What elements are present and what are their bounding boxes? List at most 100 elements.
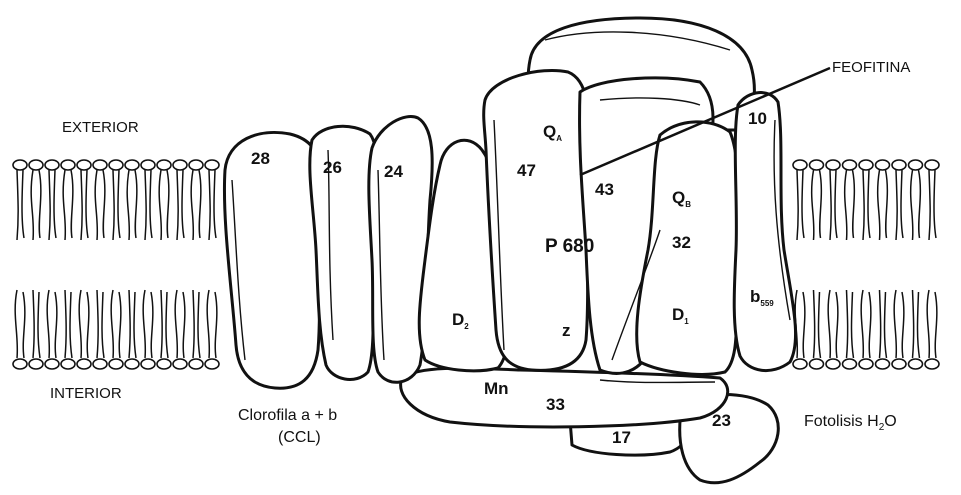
d1-main: D [672,305,684,324]
lipid-tail [830,170,837,240]
lipid-head [205,160,219,170]
lipid-head [93,359,107,369]
subunit-28-shape [224,133,320,389]
subunit-26-label: 26 [323,158,342,177]
lipid-head [141,160,155,170]
lipid-head [93,160,107,170]
d2-main: D [452,310,464,329]
lipid-head [173,359,187,369]
lipid-tail [33,290,40,358]
qb-main: Q [672,188,685,207]
label-clorofila: Clorofila a + b [238,407,337,424]
lipid-tail [97,290,104,358]
lipid-tail [193,290,200,358]
lipid-head [909,160,923,170]
lipid-head [125,359,139,369]
lipid-tail [209,170,216,240]
lipid-tail [47,290,57,358]
lipid-head [29,160,43,170]
membrane-right [793,160,939,369]
qa-sub: A [556,134,562,143]
lipid-tail [15,290,25,358]
label-exterior: EXTERIOR [62,119,139,136]
lipid-tail [797,170,804,240]
lipid-head [876,359,890,369]
lipid-head [109,160,123,170]
lipid-tail [159,170,169,240]
lipid-head [109,359,123,369]
lipid-head [45,359,59,369]
qb-sub: B [685,200,691,209]
label-feofitina: FEOFITINA [832,59,910,76]
subunit-32-label: 32 [672,233,691,252]
z-label: z [562,321,571,340]
lipid-head [909,359,923,369]
lipid-head [45,160,59,170]
lipid-tail [95,170,105,240]
lipid-tail [63,170,73,240]
lipid-tail [927,290,937,358]
lipid-tail [845,170,855,240]
membrane-left [13,160,219,369]
subunit-47-shape [484,70,589,370]
subunit-33-label: 33 [546,395,565,414]
d1-sub: 1 [684,317,689,326]
mn-label: Mn [484,379,509,398]
lipid-head [925,359,939,369]
lipid-head [157,160,171,170]
fotolisis-tail: O [884,413,896,430]
fotolisis-main: Fotolisis H [804,413,879,430]
lipid-tail [81,170,88,240]
lipid-tail [207,290,217,358]
lipid-tail [65,290,72,358]
lipid-head [173,160,187,170]
lipid-head [826,359,840,369]
lipid-tail [896,170,903,240]
lipid-head [810,359,824,369]
lipid-tail [913,290,920,358]
lipid-head [859,359,873,369]
lipid-tail [878,170,888,240]
lipid-head [141,359,155,369]
lipid-head [189,160,203,170]
lipid-tail [861,290,871,358]
lipid-head [859,160,873,170]
b559-main: b [750,287,760,306]
lipid-tail [143,290,153,358]
lipid-head [77,160,91,170]
lipid-head [205,359,219,369]
lipid-tail [31,170,41,240]
lipid-tail [177,170,184,240]
subunit-23-label: 23 [712,411,731,430]
lipid-head [29,359,43,369]
lipid-head [61,160,75,170]
lipid-head [13,160,27,170]
lipid-head [157,359,171,369]
lipid-head [189,359,203,369]
lipid-head [843,359,857,369]
lipid-tail [145,170,152,240]
lipid-head [61,359,75,369]
subunit-28-label: 28 [251,149,270,168]
lipid-head [793,359,807,369]
lipid-head [13,359,27,369]
lipid-tail [814,290,821,358]
lipid-tail [863,170,870,240]
subunit-b559-shape [734,93,795,371]
lipid-tail [113,170,120,240]
lipid-tail [894,290,904,358]
subunit-47-label: 47 [517,161,536,180]
subunit-43-label: 43 [595,180,614,199]
label-interior: INTERIOR [50,385,122,402]
lipid-head [125,160,139,170]
d2-sub: 2 [464,322,469,331]
lipid-head [843,160,857,170]
lipid-tail [129,290,136,358]
subunit-24-label: 24 [384,162,403,181]
lipid-head [892,359,906,369]
lipid-head [925,160,939,170]
lipid-tail [127,170,137,240]
lipid-tail [111,290,121,358]
